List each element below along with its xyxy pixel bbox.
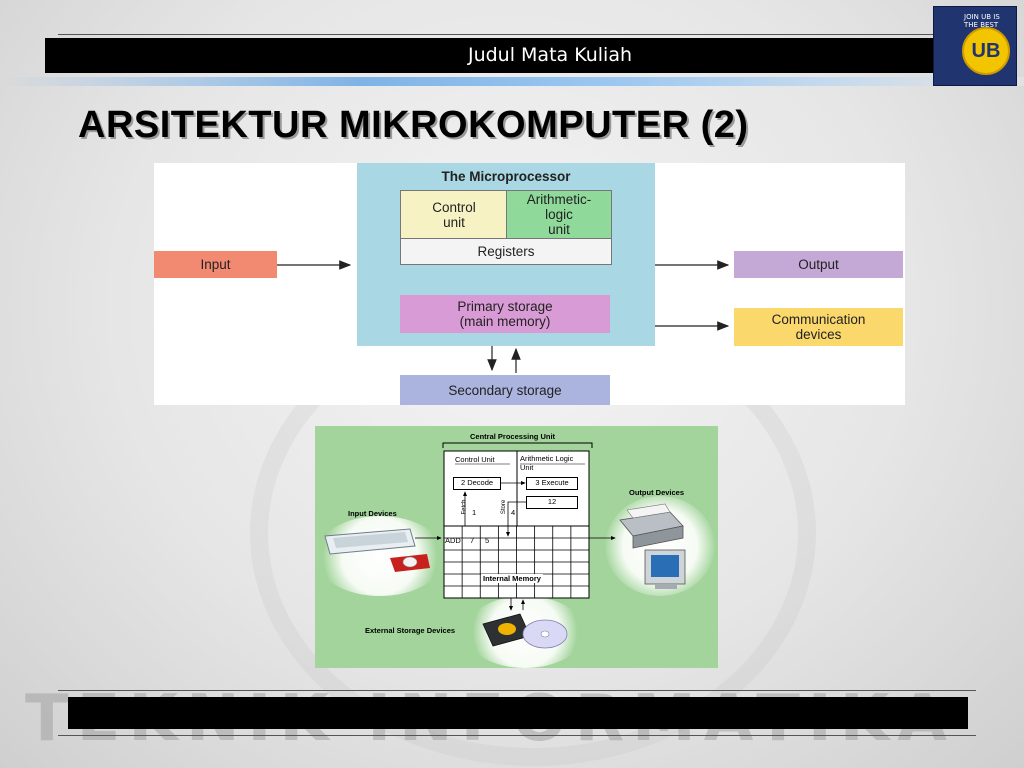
cpu-bracket [442,442,593,448]
footer-bar [68,697,968,729]
university-logo: JOIN UB IS THE BEST UB [933,6,1017,86]
control-unit-label: Control [432,199,476,215]
communication-label: Communication [771,312,866,327]
cpu-cycle-graphics [324,442,686,649]
monitor-icon [644,549,686,589]
microprocessor-title: The Microprocessor [441,169,571,184]
store-label: Store [501,499,508,515]
alu-box: Arithmetic- logic unit [506,190,612,239]
alu-label: unit [548,222,570,237]
memory-cell-opcode: ADD [445,536,461,545]
course-title: Judul Mata Kuliah [467,44,633,66]
cpu-alu-label-line: Unit [520,463,534,472]
primary-storage-box: Primary storage (main memory) [400,295,610,333]
store-step-number: 4 [511,508,516,517]
alu-label: logic [545,207,573,222]
header-bar [45,38,988,73]
cpu-title: Central Processing Unit [470,432,556,441]
input-box: Input [154,251,277,278]
footer-rule-bottom [58,735,976,736]
decode-step: 2 Decode [453,477,501,490]
output-label: Output [798,257,839,272]
cpu-control-unit-label: Control Unit [455,455,495,464]
output-devices-label: Output Devices [629,488,685,497]
memory-cell-operand: 7 [470,536,475,545]
secondary-storage-box: Secondary storage [400,375,610,405]
registers-label: Registers [477,244,535,259]
input-devices-label: Input Devices [348,509,397,518]
cd-disc-icon [522,619,568,649]
cpu-cycle-diagram: Central Processing Unit Control Unit Ari… [315,426,718,668]
microprocessor-diagram: The Microprocessor Control unit Arithmet… [154,163,905,405]
result-value: 12 [526,496,578,509]
mouse-icon [390,554,430,572]
fetch-label: Fetch [461,499,468,515]
logo-emblem: UB [962,27,1010,75]
logo-tagline: JOIN UB IS THE BEST [964,13,1000,29]
memory-cell-operand: 5 [485,536,490,545]
external-storage-label: External Storage Devices [365,626,456,635]
disk-drive-icon [482,613,531,647]
alu-label: Arithmetic- [526,192,592,207]
communication-box: Communication devices [734,308,903,346]
internal-memory-label: Internal Memory [481,574,543,583]
registers-box: Registers [400,238,612,265]
printer-icon [619,503,684,549]
primary-storage-label: Primary storage [457,299,553,314]
primary-storage-label: (main memory) [459,314,551,329]
cpu-alu-label: Arithmetic Logic Unit [520,454,573,472]
execute-step: 3 Execute [526,477,578,490]
header-rule [58,34,970,35]
keyboard-icon [324,528,416,555]
footer-rule-top [58,690,976,691]
control-unit-box: Control unit [400,190,508,239]
secondary-storage-label: Secondary storage [448,382,562,398]
slide-title: ARSITEKTUR MIKROKOMPUTER (2) [78,104,749,146]
communication-label: devices [795,327,842,342]
fetch-step-number: 1 [472,508,477,517]
output-box: Output [734,251,903,278]
input-label: Input [200,257,231,272]
cpu-alu-label-line: Arithmetic Logic [520,454,574,463]
header-accent-band [0,77,1024,86]
control-unit-label: unit [443,214,465,230]
